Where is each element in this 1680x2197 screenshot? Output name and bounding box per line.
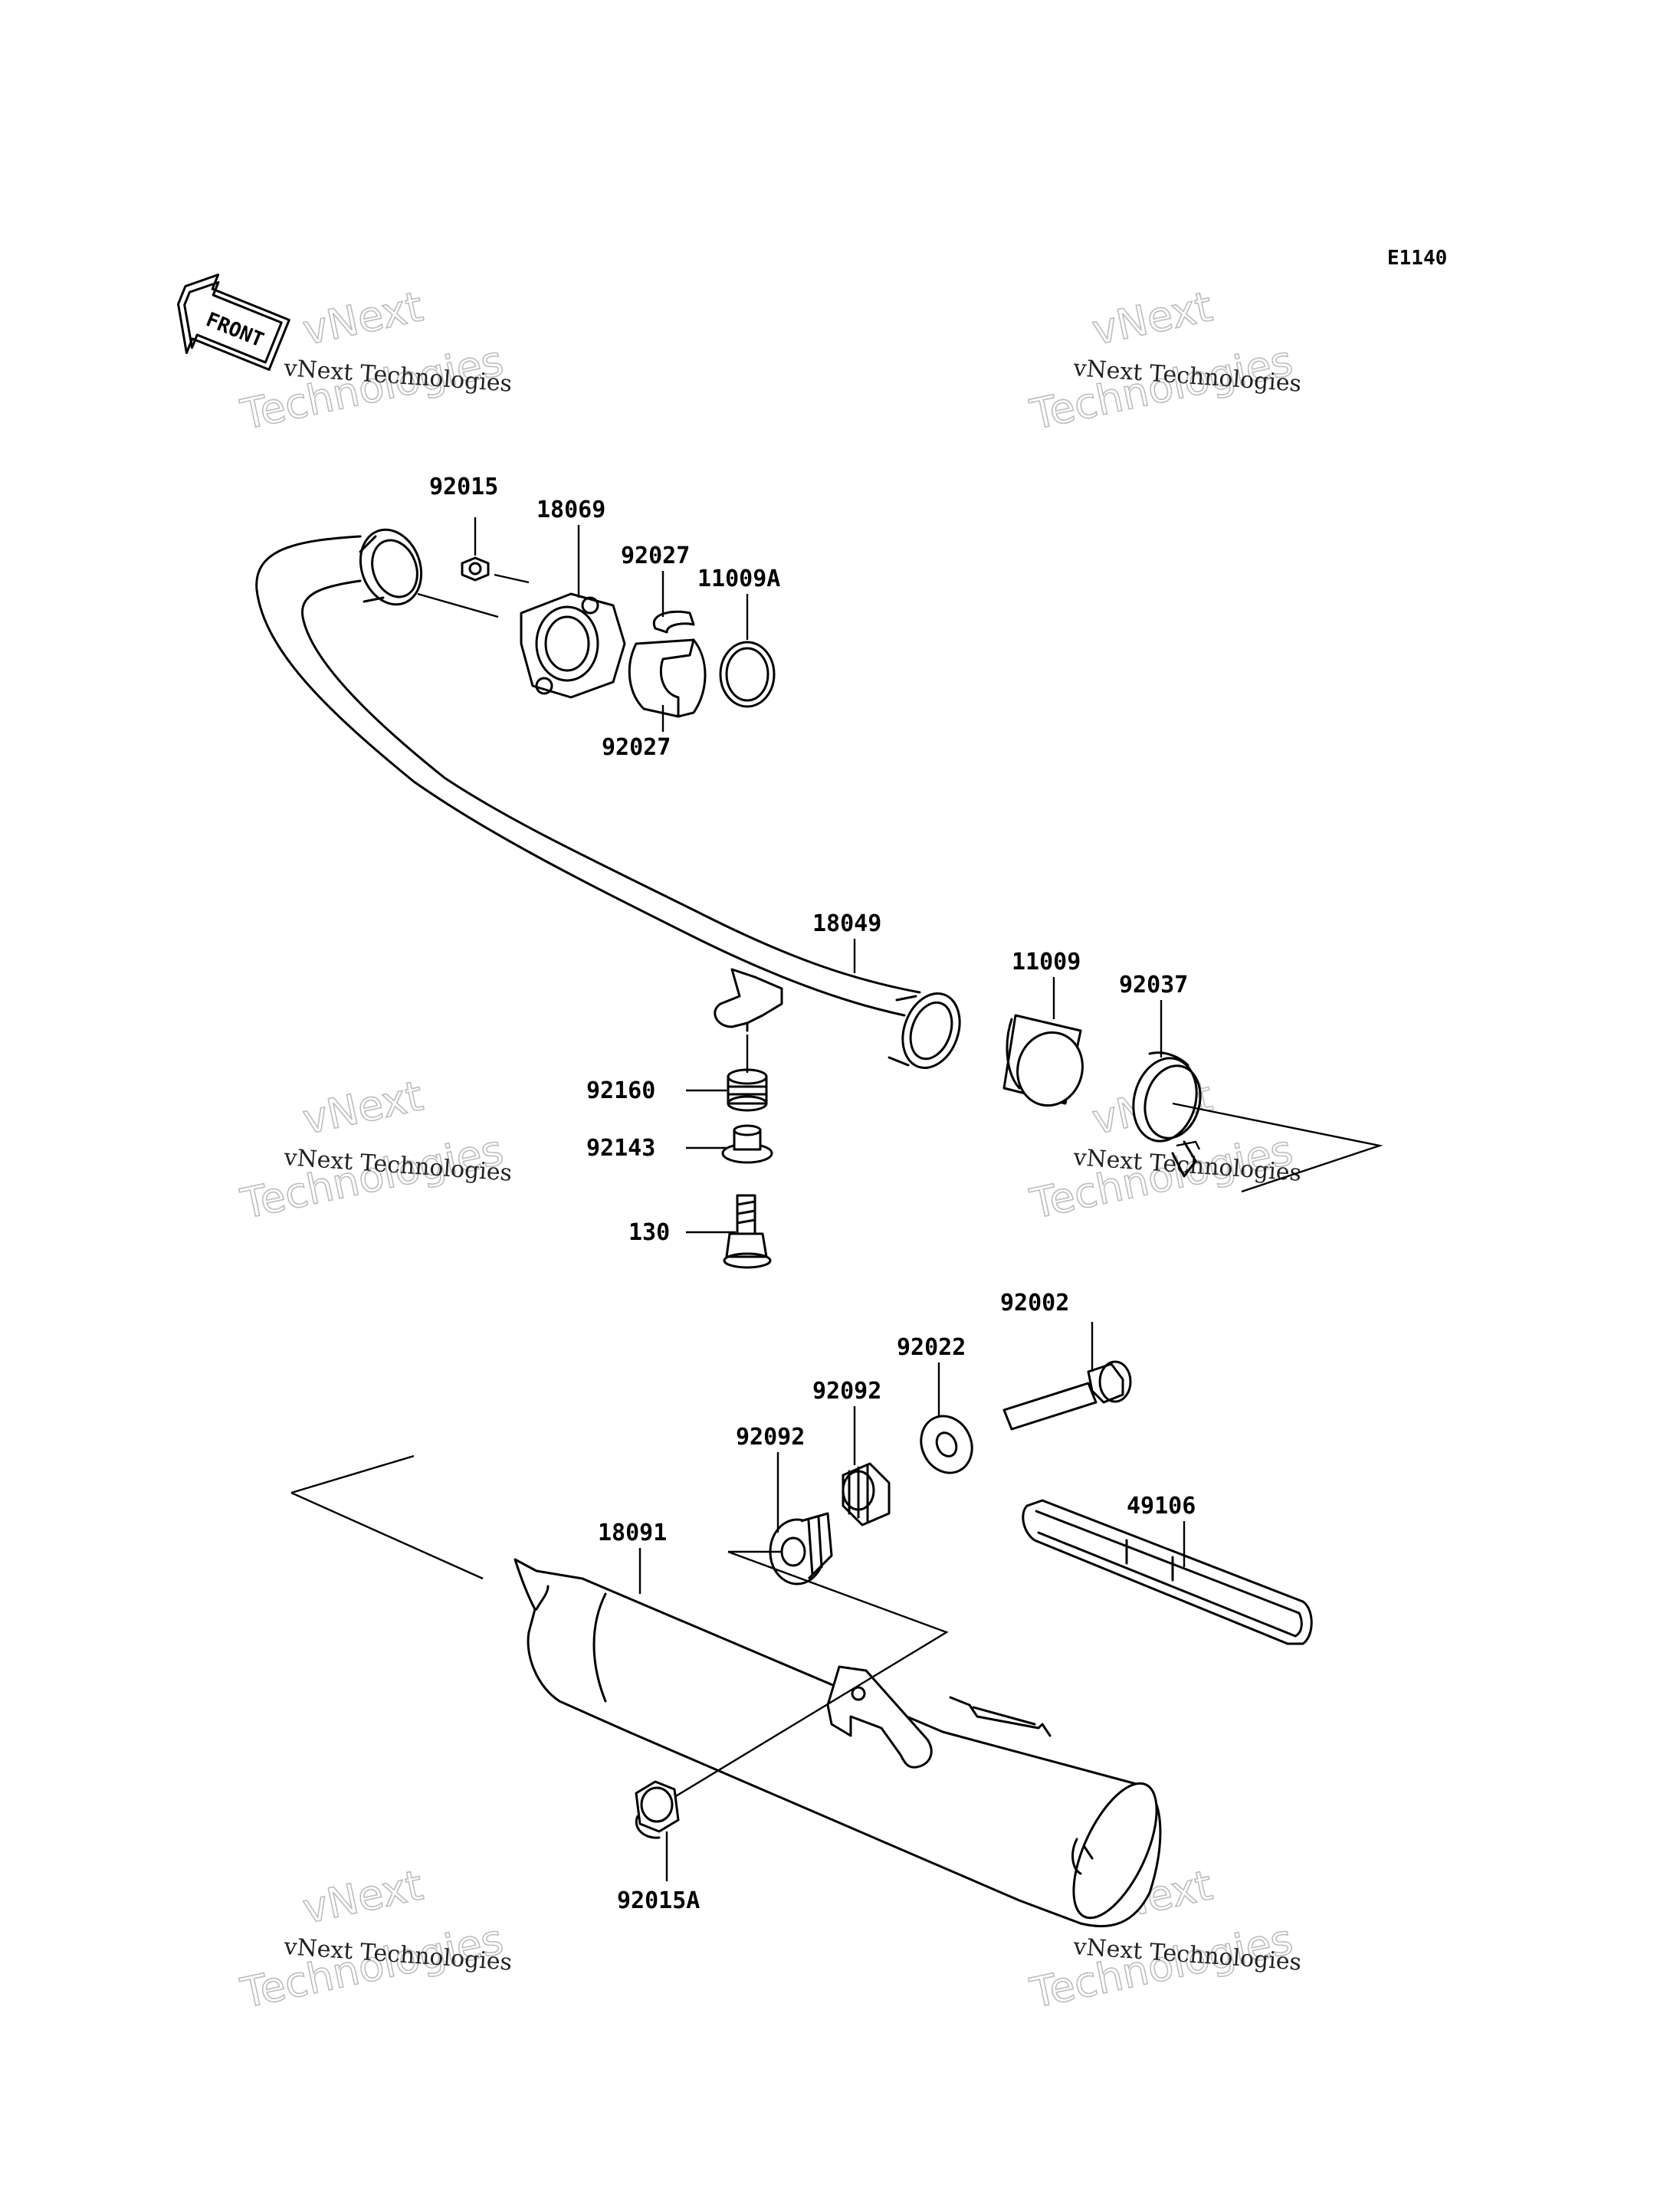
split-collar-92027-top (652, 610, 695, 634)
label-92160: 92160 (586, 1077, 655, 1104)
damper-92092-upper (842, 1462, 891, 1526)
front-arrow-icon: FRONT (177, 274, 290, 371)
label-92015: 92015 (429, 474, 498, 500)
watermark-top-right: vNext Technologies vNext Technologies (1025, 281, 1302, 439)
bolt-92002 (1002, 1360, 1132, 1431)
svg-text:vNext: vNext (299, 1861, 427, 1933)
damper-92160 (727, 1068, 768, 1112)
label-92037: 92037 (1119, 972, 1188, 998)
header-pipe-18049 (255, 528, 961, 1069)
watermark-top-left: vNext Technologies vNext Technologies (236, 281, 513, 439)
svg-text:vNext: vNext (299, 1071, 427, 1143)
split-collar-92027-bottom (628, 638, 707, 718)
label-92027-bottom: 92027 (602, 734, 671, 761)
label-92092-lower: 92092 (736, 1424, 805, 1451)
gasket-11009A (719, 641, 776, 708)
label-92022: 92022 (897, 1334, 966, 1361)
svg-text:vNext: vNext (1088, 282, 1216, 354)
sleeve-11009 (1002, 1014, 1084, 1107)
label-92015A: 92015A (617, 1887, 700, 1914)
collar-92143 (721, 1124, 773, 1164)
label-92092-upper: 92092 (812, 1378, 881, 1405)
label-18091: 18091 (598, 1520, 667, 1546)
label-92002: 92002 (1000, 1290, 1069, 1317)
label-11009A: 11009A (697, 566, 780, 592)
label-49106: 49106 (1127, 1493, 1196, 1520)
leader-lines (290, 517, 1383, 1881)
watermark-bottom-left: vNext Technologies vNext Technologies (236, 1860, 513, 2018)
flange-18069 (520, 592, 626, 699)
damper-92092-lower (769, 1512, 833, 1585)
label-92027-top: 92027 (621, 543, 690, 569)
washer-92022 (920, 1415, 973, 1474)
label-130: 130 (628, 1219, 670, 1246)
diagram-code: E1140 (1387, 247, 1447, 270)
nut-92015 (461, 556, 490, 582)
heat-cover-49106 (1022, 1499, 1313, 1645)
svg-text:vNext: vNext (299, 282, 427, 354)
label-18049: 18049 (812, 910, 881, 937)
part-labels: 92015 18069 92027 11009A 92027 18049 110… (429, 474, 1196, 1914)
flange-nut-92015A (635, 1780, 680, 1839)
bolt-130 (723, 1194, 772, 1269)
label-18069: 18069 (536, 497, 605, 523)
watermark-middle-left: vNext Technologies vNext Technologies (236, 1071, 513, 1228)
label-92143: 92143 (586, 1135, 655, 1162)
muffler-18091 (514, 1558, 1162, 1928)
label-11009: 11009 (1012, 949, 1081, 976)
